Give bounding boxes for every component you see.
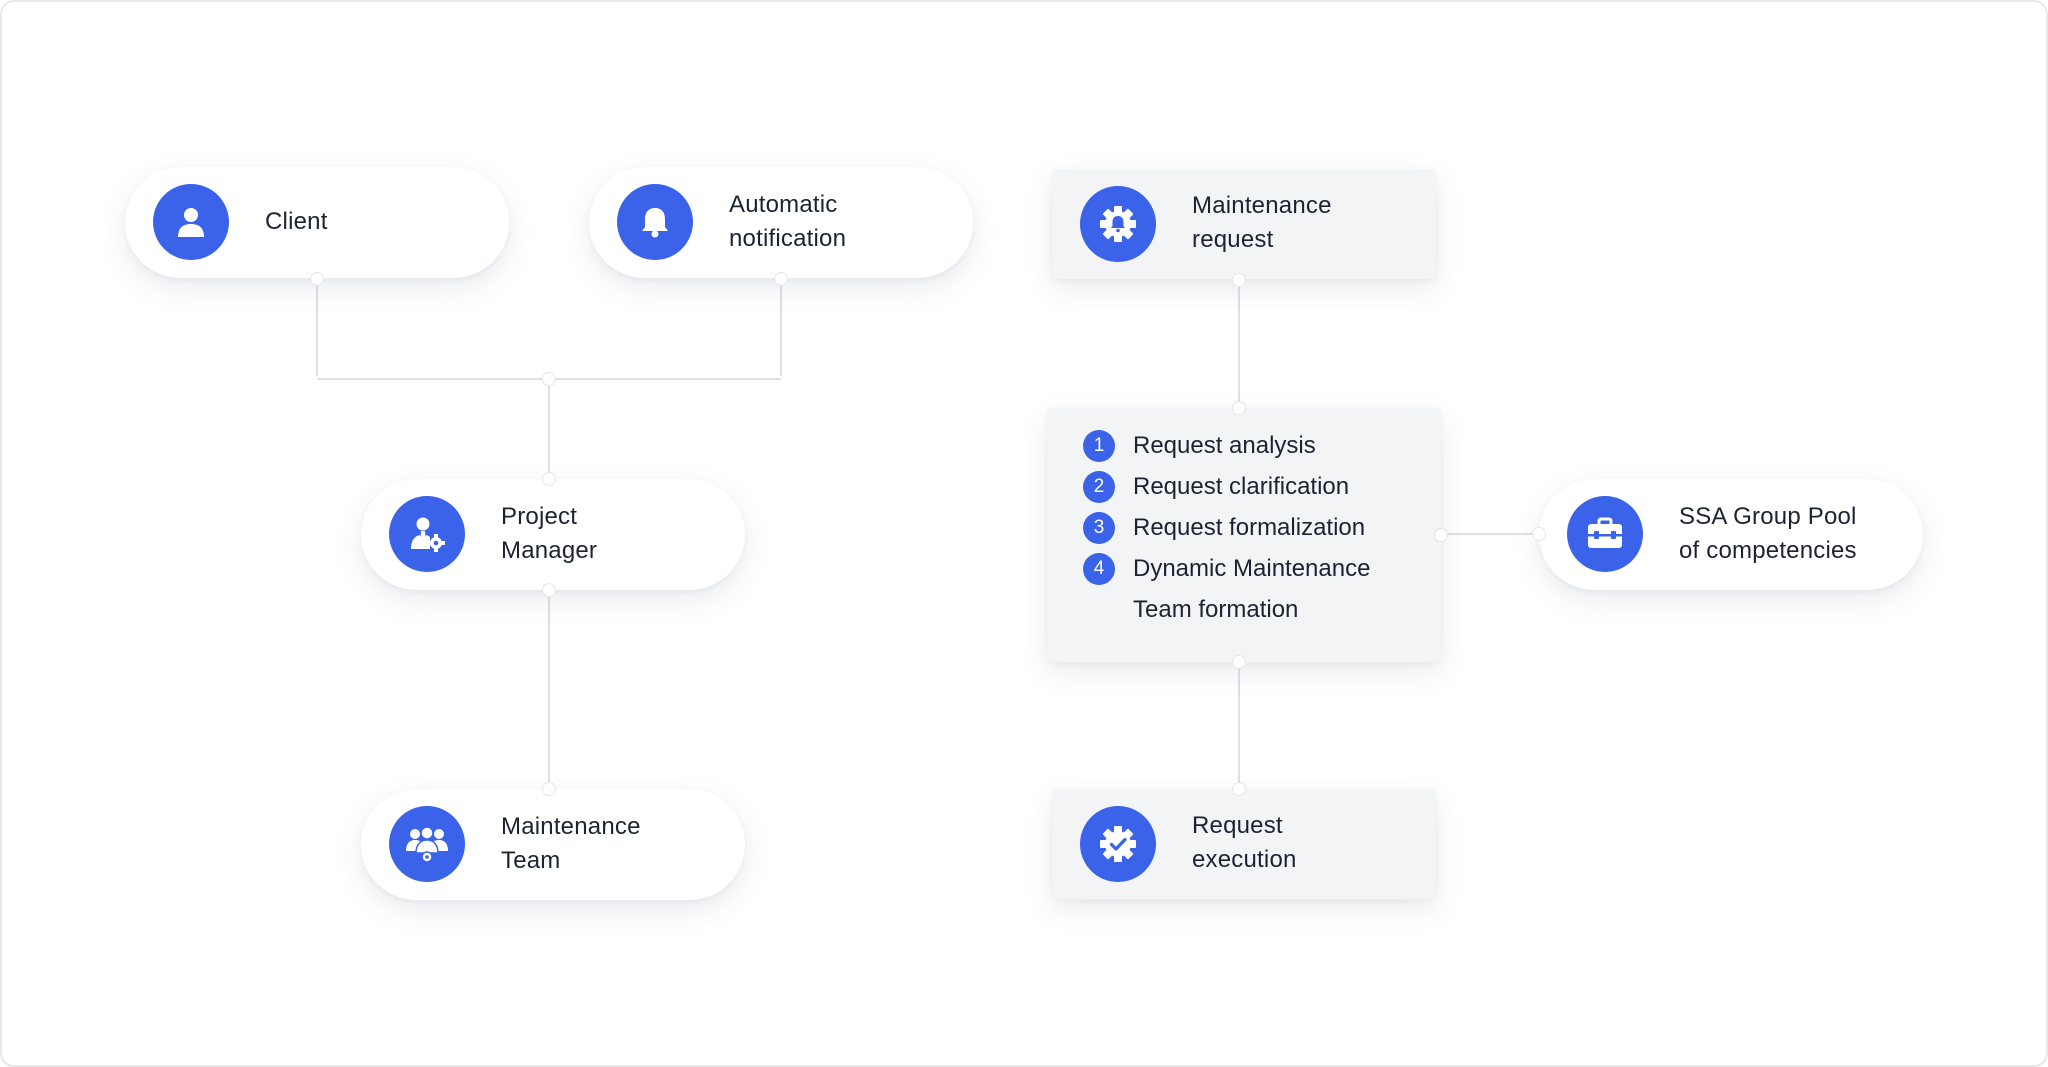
briefcase-icon (1567, 496, 1643, 572)
process-steps-list: 1 Request analysis 2 Request clarificati… (1083, 430, 1370, 635)
maintenance-team-node: Maintenance Team (361, 783, 745, 900)
process-step-3: 3 Request formalization (1083, 512, 1370, 553)
team-icon (389, 806, 465, 882)
connector-dot (1233, 274, 1245, 286)
bell-icon (617, 184, 693, 260)
step-number: 4 (1083, 553, 1115, 585)
step-text: Dynamic Maintenance (1133, 555, 1371, 582)
automatic-notification-node: Automatic notification (589, 167, 973, 278)
connector-dot (1533, 528, 1545, 540)
maintenance-team-label: Maintenance Team (501, 813, 641, 874)
process-step-2: 2 Request clarification (1083, 471, 1370, 512)
connector-dot (1233, 402, 1245, 414)
project-manager-node: Project Manager (361, 473, 745, 596)
connector-dot (775, 273, 787, 285)
request-execution-node: Request execution (1052, 783, 1436, 899)
step-text: Request analysis (1133, 432, 1316, 459)
user-icon (153, 184, 229, 260)
step-number: 3 (1083, 512, 1115, 544)
connector-dot (543, 783, 555, 795)
step-number: 2 (1083, 471, 1115, 503)
request-execution-label: Request execution (1192, 812, 1297, 873)
process-steps-card: 1 Request analysis 2 Request clarificati… (1047, 402, 1447, 668)
connector-dot (1233, 656, 1245, 668)
automatic-notification-label: Automatic notification (729, 191, 847, 252)
user-gear-icon (389, 496, 465, 572)
connector-dot (1435, 529, 1447, 541)
client-label: Client (265, 208, 328, 235)
client-node: Client (125, 167, 509, 278)
maintenance-request-node: Maintenance request (1052, 169, 1436, 279)
process-step-4: 4 Dynamic Maintenance (1083, 553, 1370, 594)
process-step-1: 1 Request analysis (1083, 430, 1370, 471)
gear-icon (1080, 186, 1156, 262)
step-number: 1 (1083, 430, 1115, 462)
step-text-continued: Team formation (1133, 596, 1299, 623)
connector-dot (311, 273, 323, 285)
connector-dot (1233, 783, 1245, 795)
step-text: Request formalization (1133, 514, 1366, 541)
connector-dot (543, 473, 555, 485)
connector-dot (543, 373, 555, 385)
step-text: Request clarification (1133, 473, 1350, 500)
ssa-group-pool-node: SSA Group Pool of competencies (1533, 479, 1923, 590)
connector-dot (543, 584, 555, 596)
maintenance-request-label: Maintenance request (1192, 192, 1332, 253)
ssa-group-pool-label: SSA Group Pool of competencies (1679, 503, 1857, 564)
project-manager-label: Project Manager (501, 503, 598, 564)
badge-check-icon (1080, 806, 1156, 882)
